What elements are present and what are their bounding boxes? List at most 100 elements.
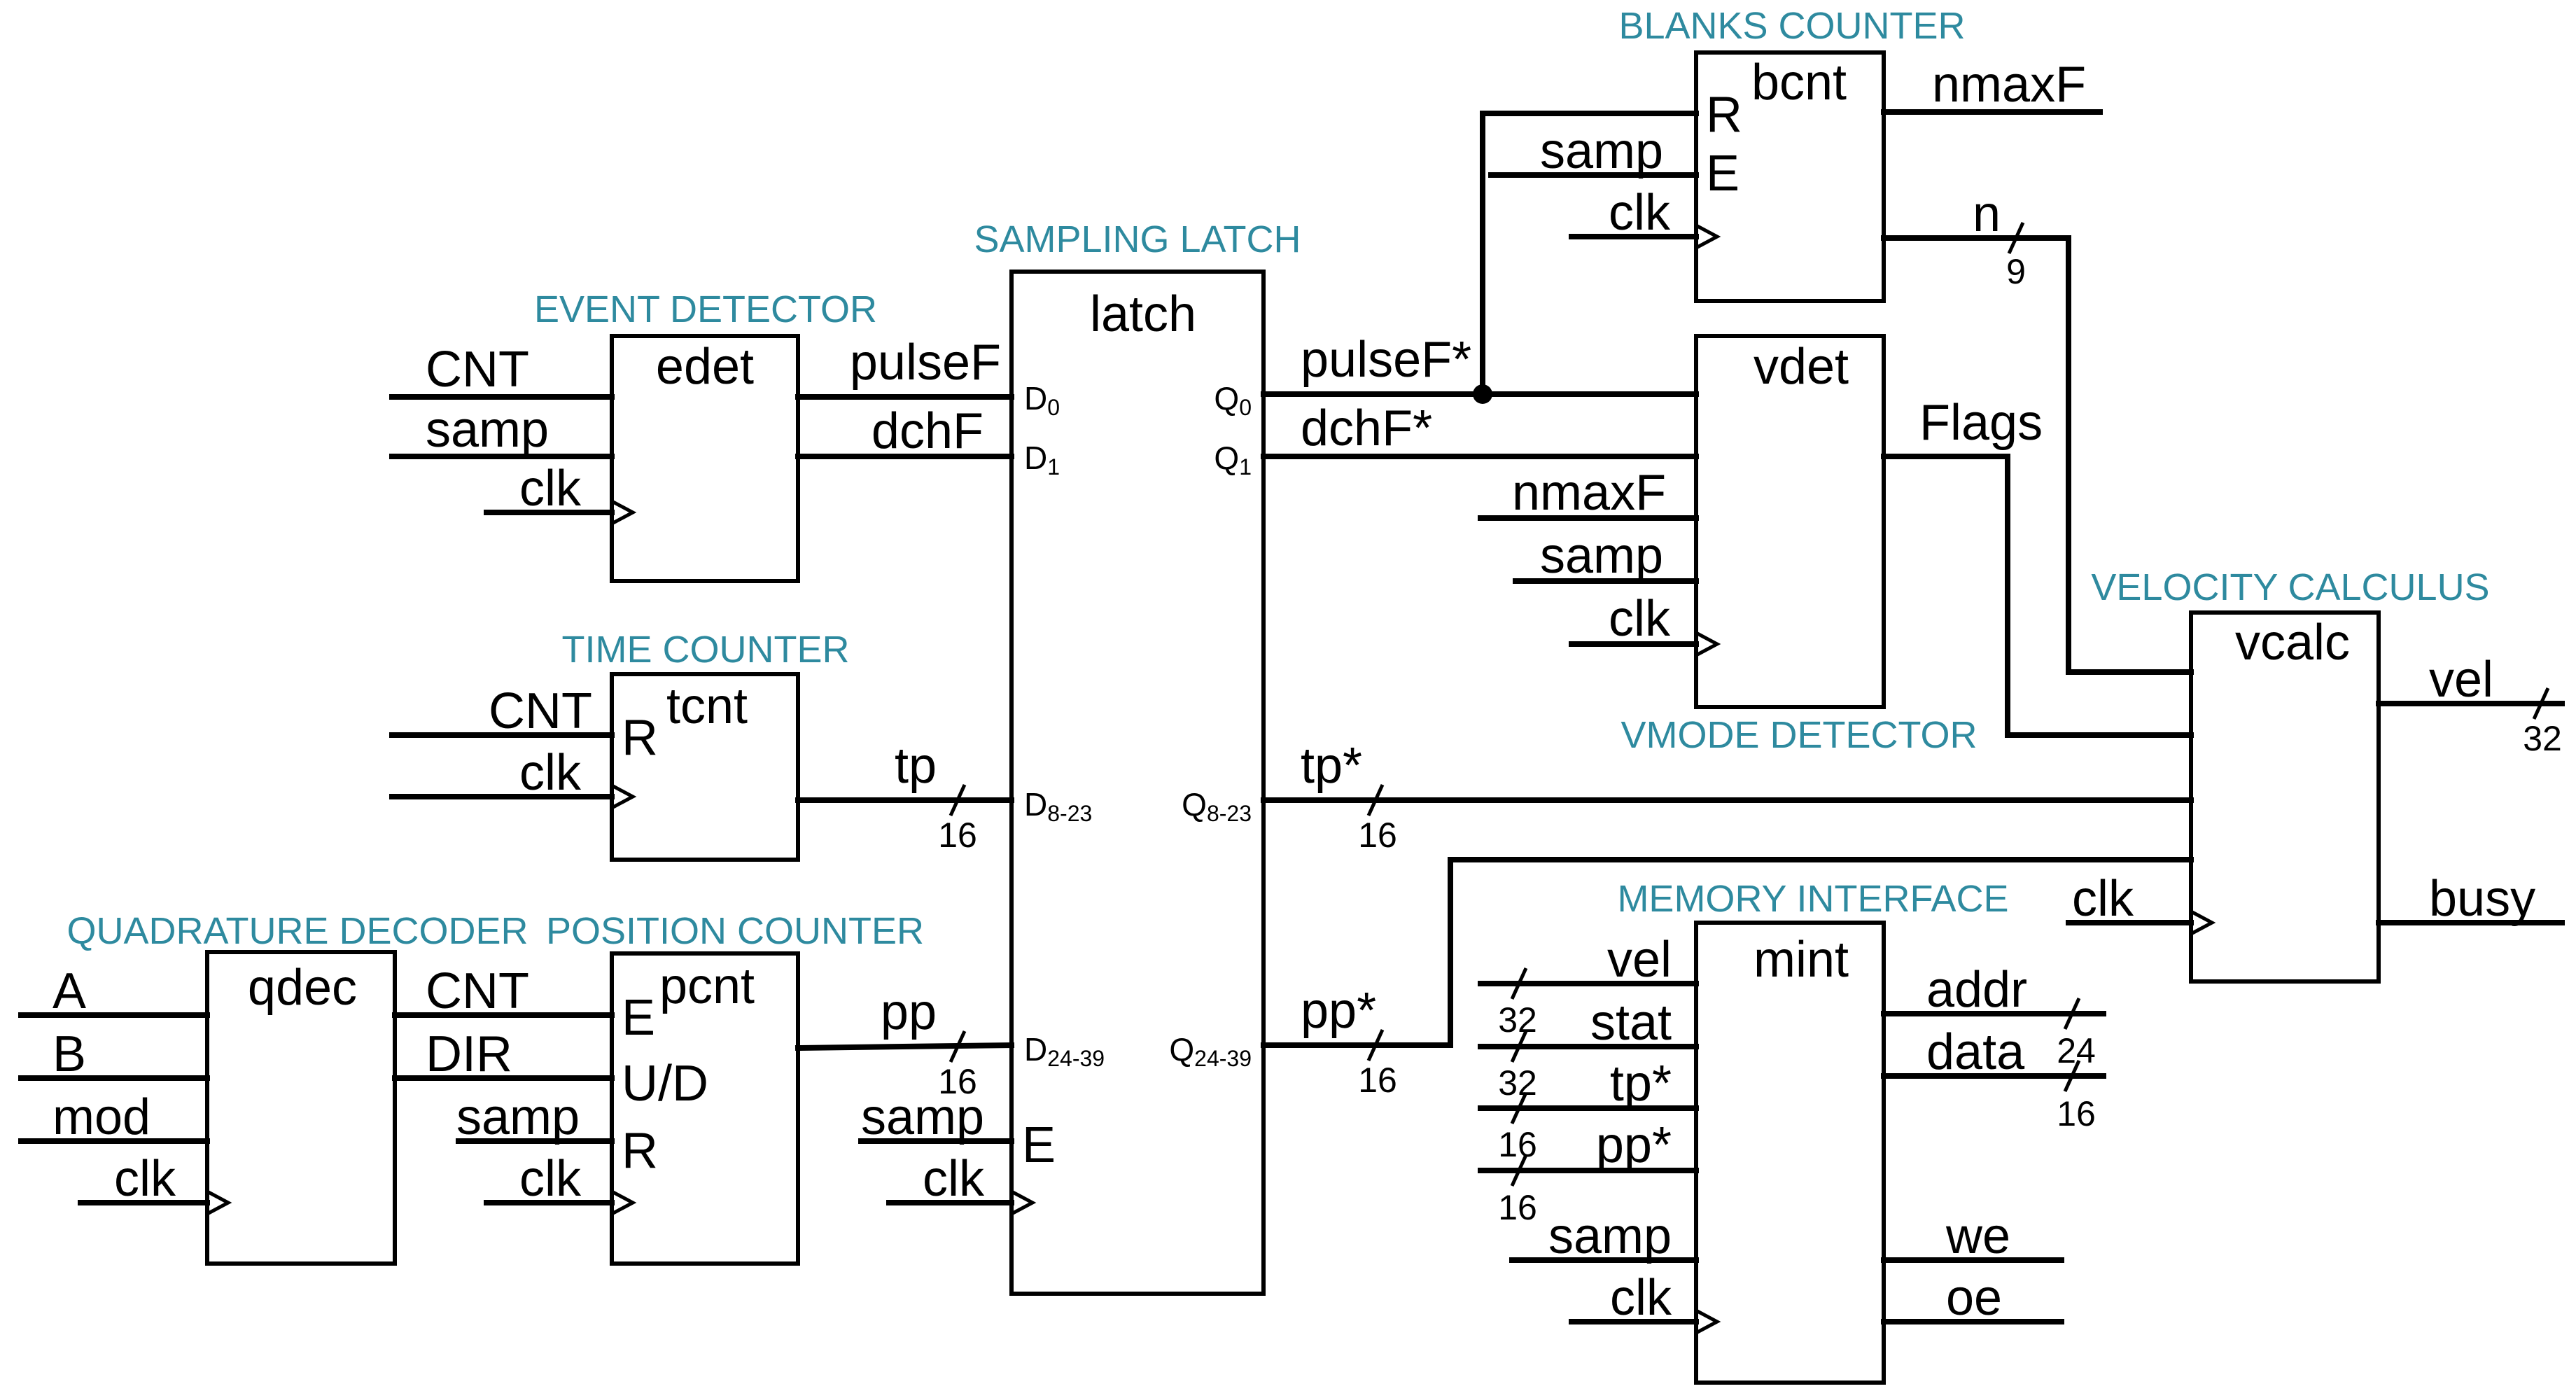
tcnt-name: tcnt — [666, 678, 748, 734]
vcalc-block — [2189, 610, 2381, 984]
signal-vdet-samp: samp — [1540, 528, 1663, 584]
latch-title: SAMPLING LATCH — [974, 218, 1301, 260]
signal-edet-clk: clk — [519, 461, 582, 517]
signal-edet-samp: samp — [426, 402, 549, 458]
signal-latch-clk: clk — [923, 1151, 985, 1207]
bus-width-tp-star: 16 — [1358, 816, 1397, 855]
bus-width-mint-vel: 32 — [1498, 1000, 1537, 1040]
pcnt-title: POSITION COUNTER — [546, 910, 924, 952]
signal-tcnt-clk: clk — [519, 745, 582, 801]
latch-pin-e: E — [1022, 1117, 1056, 1173]
signal-dchf-star: dchF* — [1301, 400, 1432, 456]
signal-pulsef-star: pulseF* — [1301, 332, 1471, 388]
latch-pin-d0: D0 — [1024, 380, 1060, 420]
edet-block — [610, 334, 800, 583]
edet-clock-triangle — [610, 499, 637, 526]
signal-bcnt-nmaxf: nmaxF — [1932, 57, 2086, 113]
bus-width-mint-stat: 32 — [1498, 1063, 1537, 1103]
vdet-name: vdet — [1754, 339, 1849, 395]
wire-pp-star — [1261, 857, 2194, 1048]
pcnt-block — [610, 951, 800, 1266]
bus-width-addr: 24 — [2057, 1031, 2096, 1070]
vdet-block — [1694, 334, 1886, 709]
bus-slash-tp-star — [1366, 783, 1385, 817]
signal-pulsef: pulseF — [850, 335, 1001, 391]
latch-name: latch — [1090, 286, 1196, 342]
bus-slash-mint-stat — [1510, 1030, 1528, 1063]
vcalc-clock-triangle — [2190, 909, 2216, 936]
signal-pp: pp — [881, 984, 937, 1040]
tcnt-block — [610, 672, 800, 862]
qdec-title: QUADRATURE DECODER — [66, 910, 528, 952]
signal-bcnt-samp: samp — [1540, 123, 1663, 179]
signal-mint-samp: samp — [1548, 1208, 1672, 1264]
wire-n — [1881, 235, 2194, 675]
latch-pin-q8: Q8-23 — [1182, 786, 1252, 826]
latch-clock-triangle — [1010, 1189, 1037, 1216]
signal-vdet-nmaxf: nmaxF — [1512, 465, 1666, 521]
qdec-name: qdec — [248, 960, 357, 1016]
bus-width-tp: 16 — [938, 816, 977, 855]
bus-width-mint-tp: 16 — [1498, 1125, 1537, 1164]
signal-qdec-clk: clk — [114, 1151, 176, 1207]
pcnt-pin-r: R — [622, 1123, 658, 1179]
signal-mint-tp: tp* — [1610, 1056, 1672, 1112]
signal-data: data — [1926, 1024, 2025, 1080]
signal-tp: tp — [895, 738, 937, 794]
tcnt-clock-triangle — [610, 783, 637, 810]
edet-title: EVENT DETECTOR — [534, 288, 877, 330]
bus-slash-addr — [2063, 997, 2081, 1030]
bus-slash-mint-tp — [1510, 1091, 1528, 1125]
qdec-block — [205, 950, 397, 1266]
bcnt-clock-triangle — [1695, 223, 1721, 250]
bus-width-n: 9 — [2006, 252, 2026, 291]
signal-vdet-clk: clk — [1609, 591, 1671, 647]
signal-tp-star: tp* — [1301, 738, 1362, 794]
signal-edet-cnt: CNT — [426, 342, 529, 398]
wire-flags — [1881, 454, 2194, 738]
mint-clock-triangle — [1695, 1308, 1721, 1335]
pcnt-clock-triangle — [610, 1189, 637, 1216]
signal-pp-star: pp* — [1301, 983, 1376, 1039]
pcnt-name: pcnt — [659, 958, 755, 1014]
signal-mint-pp: pp* — [1596, 1117, 1672, 1173]
mint-name: mint — [1754, 932, 1849, 988]
signal-we: we — [1945, 1208, 2010, 1264]
signal-qdec-cnt: CNT — [426, 963, 529, 1019]
edet-name: edet — [656, 339, 754, 395]
bus-slash-tp — [948, 783, 967, 817]
signal-tcnt-cnt: CNT — [489, 683, 592, 739]
latch-pin-q0: Q0 — [1214, 380, 1252, 420]
pcnt-pin-ud: U/D — [622, 1056, 708, 1112]
bus-slash-vel-out — [2532, 687, 2550, 720]
signal-mint-stat: stat — [1590, 995, 1672, 1051]
latch-block — [1009, 270, 1266, 1296]
bcnt-name: bcnt — [1751, 55, 1847, 111]
signal-dchf: dchF — [872, 403, 983, 459]
bus-width-mint-pp: 16 — [1498, 1188, 1537, 1227]
latch-pin-d24: D24-39 — [1024, 1031, 1105, 1071]
signal-pcnt-clk: clk — [519, 1151, 582, 1207]
bus-slash-pp-star — [1366, 1028, 1385, 1062]
signal-n: n — [1973, 186, 2001, 242]
bus-width-data: 16 — [2057, 1094, 2096, 1133]
vcalc-title: VELOCITY CALCULUS — [2091, 566, 2489, 608]
qdec-clock-triangle — [206, 1189, 232, 1216]
tcnt-pin-r: R — [622, 710, 658, 766]
bus-slash-data — [2063, 1059, 2081, 1093]
mint-title: MEMORY INTERFACE — [1617, 878, 2008, 920]
signal-pcnt-samp: samp — [456, 1089, 580, 1145]
tcnt-title: TIME COUNTER — [562, 629, 850, 671]
bcnt-pin-r: R — [1706, 87, 1742, 143]
signal-flags: Flags — [1919, 395, 2043, 451]
signal-bcnt-clk: clk — [1609, 185, 1671, 241]
pcnt-pin-e: E — [622, 990, 655, 1046]
bus-slash-mint-vel — [1510, 967, 1528, 1000]
mint-block — [1694, 921, 1886, 1385]
bus-width-vel-out: 32 — [2523, 719, 2562, 758]
latch-pin-d1: D1 — [1024, 440, 1060, 480]
latch-pin-q24: Q24-39 — [1169, 1031, 1252, 1071]
signal-busy: busy — [2429, 871, 2535, 927]
latch-pin-d8: D8-23 — [1024, 786, 1092, 826]
